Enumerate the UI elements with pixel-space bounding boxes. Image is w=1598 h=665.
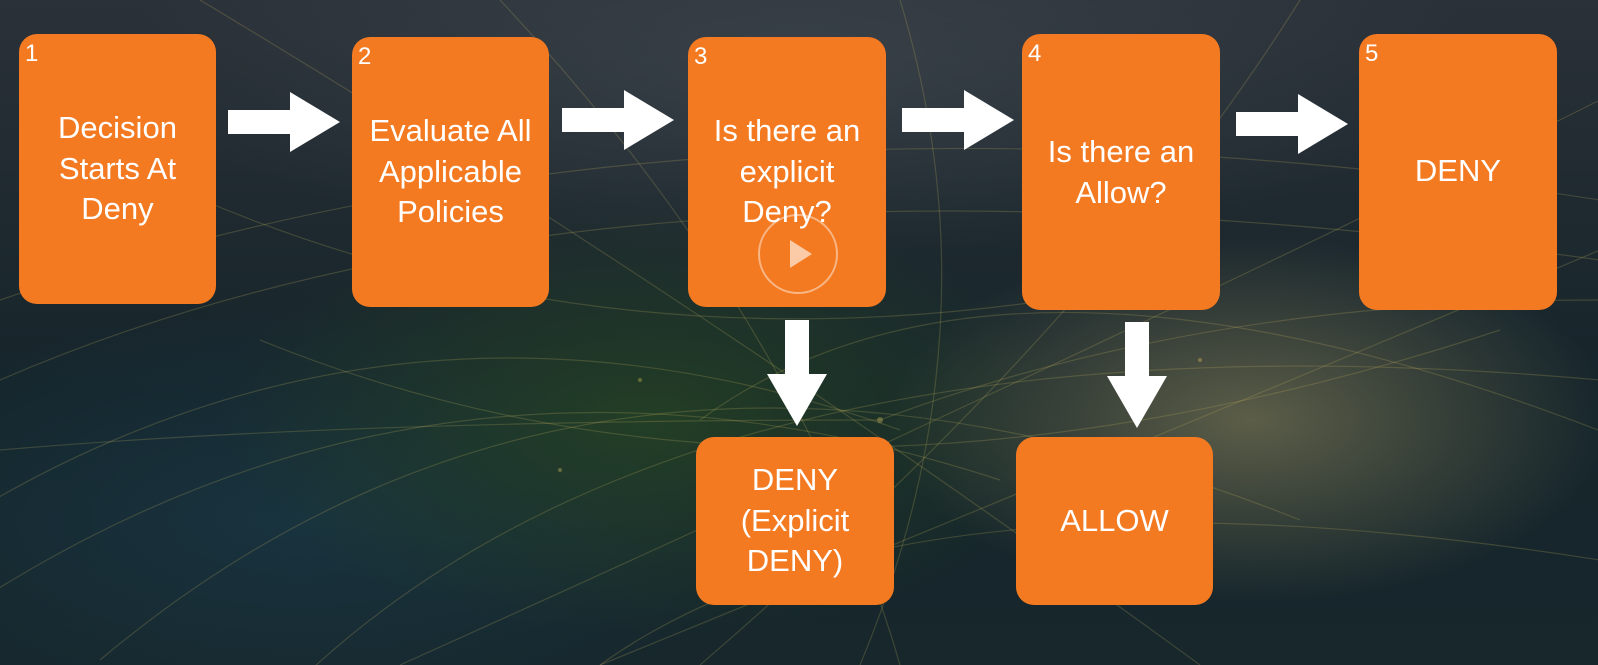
step-5-number: 5 [1365,40,1379,67]
step-3-box: 3 Is there an explicit Deny? [688,37,886,307]
arrow-down-4-to-allow [1107,322,1167,428]
arrow-right-2-to-3 [562,90,674,150]
step-1-box: 1 Decision Starts At Deny [19,34,216,304]
step-5-box: 5 DENY [1359,34,1557,310]
step-2-number: 2 [358,43,372,70]
step-5-label: DENY [1414,153,1502,188]
step-3-number: 3 [694,43,708,70]
step-4-box: 4 Is there an Allow? [1022,34,1220,310]
allow-label: ALLOW [1060,502,1169,538]
explicit-deny-label: DENY (Explicit DENY) [740,461,850,579]
explicit-deny-box: DENY (Explicit DENY) [696,437,894,605]
step-4-label: Is there an Allow? [1047,134,1195,210]
arrow-down-3-to-deny [767,320,827,426]
step-2-box: 2 Evaluate All Applicable Policies [352,37,549,307]
step-4-number: 4 [1028,40,1042,67]
arrow-right-3-to-4 [902,90,1014,150]
step-1-label: Decision Starts At Deny [58,109,177,227]
arrow-right-4-to-5 [1236,94,1348,154]
arrow-right-1-to-2 [228,92,340,152]
step-1-number: 1 [25,40,39,67]
play-icon [790,240,812,268]
step-2-label: Evaluate All Applicable Policies [369,112,532,230]
allow-box: ALLOW [1016,437,1213,605]
play-button[interactable] [758,214,838,294]
